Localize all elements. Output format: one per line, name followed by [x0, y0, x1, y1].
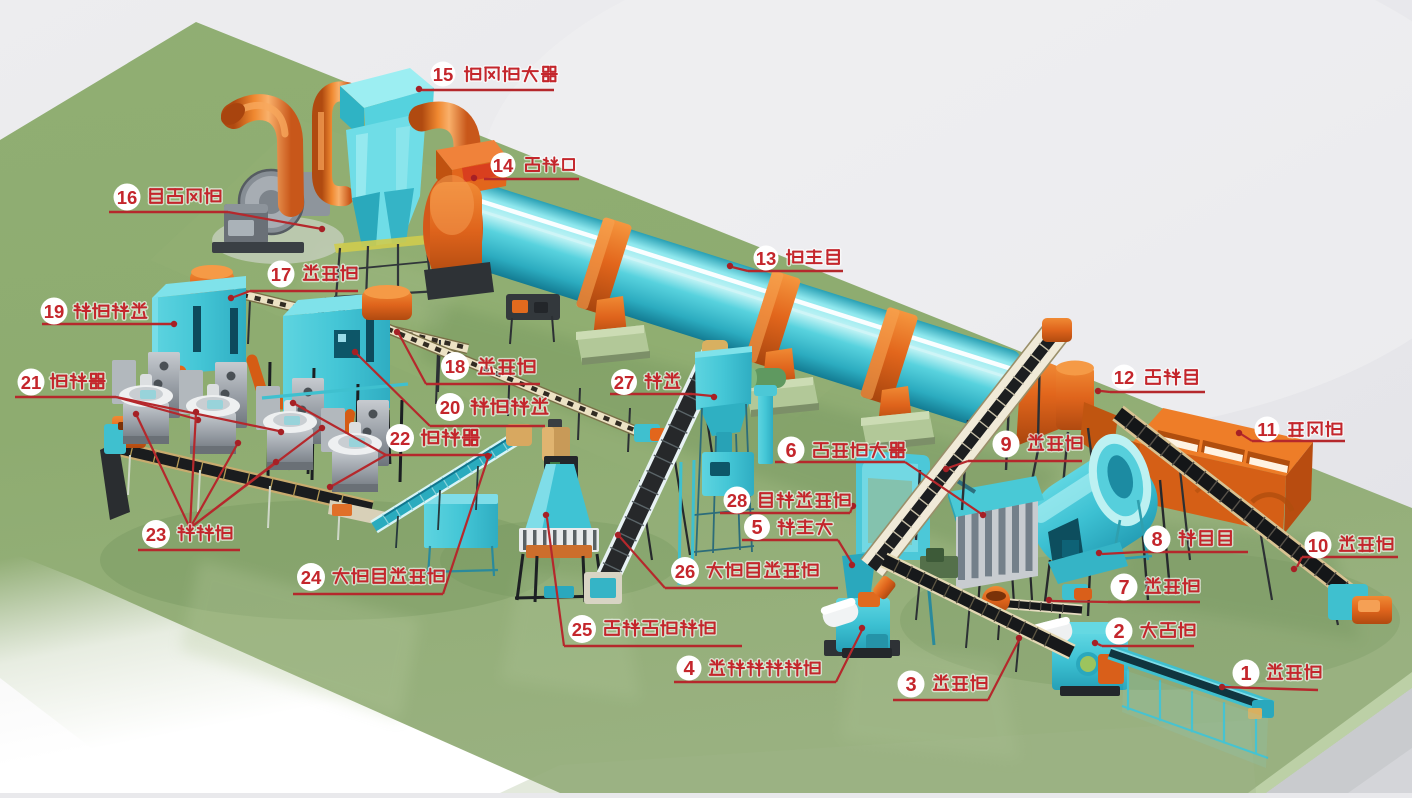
svg-text:27: 27: [614, 372, 635, 393]
svg-text:26: 26: [675, 561, 696, 582]
svg-text:20: 20: [440, 397, 461, 418]
svg-text:2: 2: [1113, 621, 1124, 643]
svg-text:28: 28: [727, 490, 748, 511]
svg-text:6: 6: [785, 440, 796, 462]
svg-text:24: 24: [301, 567, 322, 588]
svg-text:12: 12: [1114, 367, 1135, 388]
svg-text:5: 5: [751, 517, 762, 539]
svg-text:13: 13: [756, 248, 777, 269]
svg-text:4: 4: [683, 658, 695, 680]
svg-text:19: 19: [44, 301, 65, 322]
svg-text:14: 14: [493, 155, 514, 176]
svg-text:25: 25: [572, 619, 593, 640]
svg-text:1: 1: [1240, 663, 1251, 685]
svg-text:18: 18: [445, 356, 466, 377]
svg-text:7: 7: [1118, 577, 1129, 599]
svg-text:8: 8: [1151, 529, 1162, 551]
svg-text:23: 23: [146, 524, 167, 545]
svg-text:22: 22: [390, 428, 411, 449]
svg-text:15: 15: [433, 64, 454, 85]
svg-text:21: 21: [21, 372, 42, 393]
svg-text:10: 10: [1308, 535, 1329, 556]
svg-text:17: 17: [271, 264, 292, 285]
svg-text:9: 9: [1000, 434, 1011, 456]
svg-text:11: 11: [1257, 419, 1277, 440]
svg-text:3: 3: [905, 674, 916, 696]
svg-text:16: 16: [117, 187, 138, 208]
